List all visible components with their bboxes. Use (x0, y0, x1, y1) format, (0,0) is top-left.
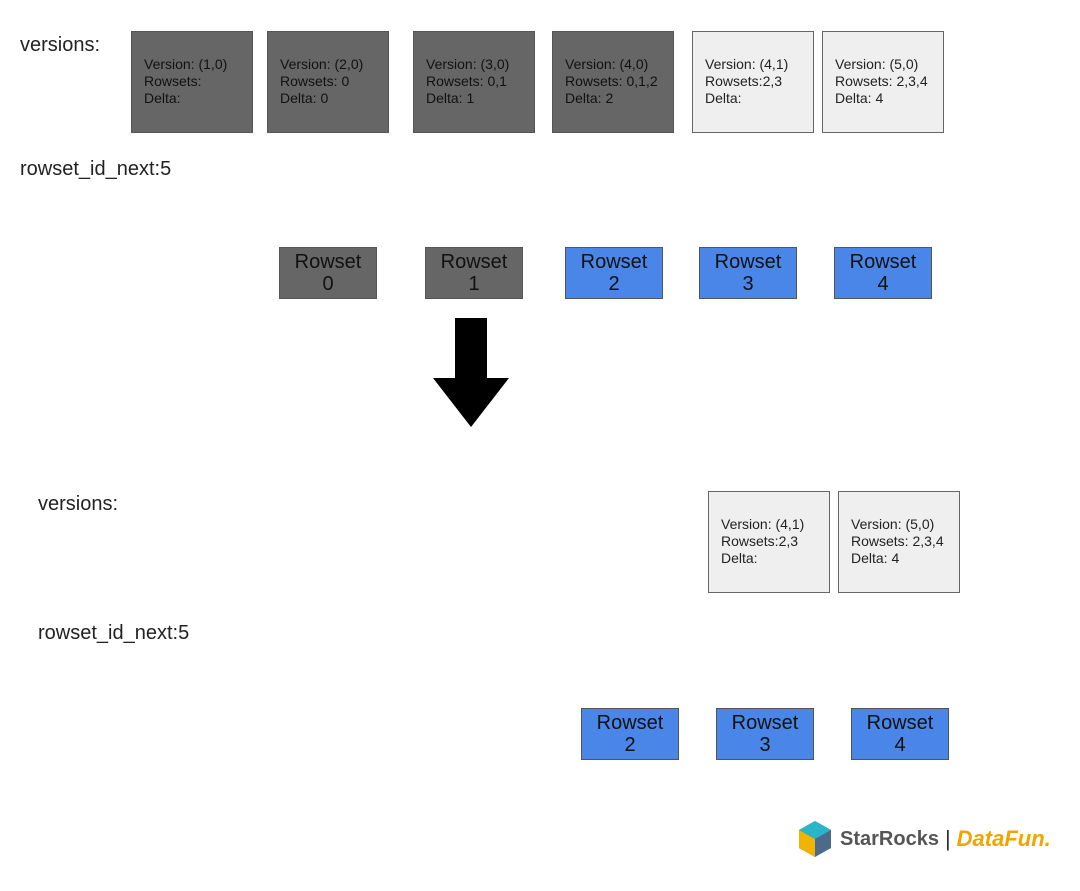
rowset-title: Rowset (731, 712, 799, 734)
version-box-5-0-after: Version: (5,0) Rowsets: 2,3,4 Delta: 4 (838, 491, 960, 593)
rowset-title: Rowset (596, 712, 664, 734)
version-box-5-0: Version: (5,0) Rowsets: 2,3,4 Delta: 4 (822, 31, 944, 133)
rowset-id: 2 (608, 273, 620, 295)
version-text: Version: (1,0) (144, 56, 228, 72)
rowset-title: Rowset (849, 251, 917, 273)
delta-text: Delta: 4 (835, 90, 884, 106)
version-box-2-0: Version: (2,0) Rowsets: 0 Delta: 0 (267, 31, 389, 133)
delta-text: Delta: (144, 90, 181, 106)
versions-label-bottom: versions: (38, 493, 119, 515)
version-text: Version: (4,1) (705, 56, 789, 72)
delta-text: Delta: 4 (851, 550, 900, 566)
rowset-id: 1 (468, 273, 480, 295)
rowsets-text: Rowsets: 0,1,2 (565, 73, 658, 89)
rowset-id: 3 (742, 273, 754, 295)
rowset-box-3: Rowset 3 (699, 247, 797, 299)
rowsets-text: Rowsets: 2,3,4 (835, 73, 928, 89)
delta-text: Delta: 0 (280, 90, 329, 106)
rowsets-text: Rowsets:2,3 (705, 73, 783, 89)
rowsets-text: Rowsets:2,3 (721, 533, 799, 549)
rowset-title: Rowset (866, 712, 934, 734)
version-box-4-1: Version: (4,1) Rowsets:2,3 Delta: (692, 31, 814, 133)
version-box-4-1-after: Version: (4,1) Rowsets:2,3 Delta: (708, 491, 830, 593)
version-text: Version: (4,0) (565, 56, 649, 72)
version-text: Version: (2,0) (280, 56, 364, 72)
delta-text: Delta: (705, 90, 742, 106)
arrow-down-icon (433, 318, 509, 427)
version-box-4-0: Version: (4,0) Rowsets: 0,1,2 Delta: 2 (552, 31, 674, 133)
rowset-id-next-top: rowset_id_next:5 (20, 158, 172, 180)
rowset-id: 2 (624, 734, 636, 756)
delta-text: Delta: 2 (565, 90, 614, 106)
version-text: Version: (4,1) (721, 516, 805, 532)
starrocks-wordmark: StarRocks (840, 827, 939, 850)
rowset-id: 4 (894, 734, 906, 756)
version-box-1-0: Version: (1,0) Rowsets: Delta: (131, 31, 253, 133)
rowset-title: Rowset (580, 251, 648, 273)
rowsets-text: Rowsets: 2,3,4 (851, 533, 944, 549)
rowsets-text: Rowsets: (144, 73, 202, 89)
starrocks-logo-icon (799, 821, 831, 857)
delta-text: Delta: (721, 550, 758, 566)
rowsets-text: Rowsets: 0,1 (426, 73, 507, 89)
footer-logo: StarRocks | DataFun. (798, 820, 1051, 858)
rowset-box-4: Rowset 4 (834, 247, 932, 299)
rowset-id: 3 (759, 734, 771, 756)
version-text: Version: (5,0) (851, 516, 935, 532)
versions-label-top: versions: (20, 34, 101, 56)
rowsets-text: Rowsets: 0 (280, 73, 350, 89)
version-text: Version: (5,0) (835, 56, 919, 72)
rowset-box-3-after: Rowset 3 (716, 708, 814, 760)
rowset-id: 4 (877, 273, 889, 295)
rowset-box-1: Rowset 1 (425, 247, 523, 299)
rowset-id: 0 (322, 273, 334, 295)
rowset-title: Rowset (440, 251, 508, 273)
rowset-title: Rowset (714, 251, 782, 273)
rowset-id-next-bottom: rowset_id_next:5 (38, 622, 190, 644)
version-text: Version: (3,0) (426, 56, 510, 72)
version-box-3-0: Version: (3,0) Rowsets: 0,1 Delta: 1 (413, 31, 535, 133)
rowset-box-4-after: Rowset 4 (851, 708, 949, 760)
logo-separator: | (944, 826, 951, 851)
rowset-box-2: Rowset 2 (565, 247, 663, 299)
rowset-title: Rowset (294, 251, 362, 273)
delta-text: Delta: 1 (426, 90, 475, 106)
rowset-box-0: Rowset 0 (279, 247, 377, 299)
rowset-box-2-after: Rowset 2 (581, 708, 679, 760)
datafun-wordmark: DataFun. (956, 826, 1051, 851)
